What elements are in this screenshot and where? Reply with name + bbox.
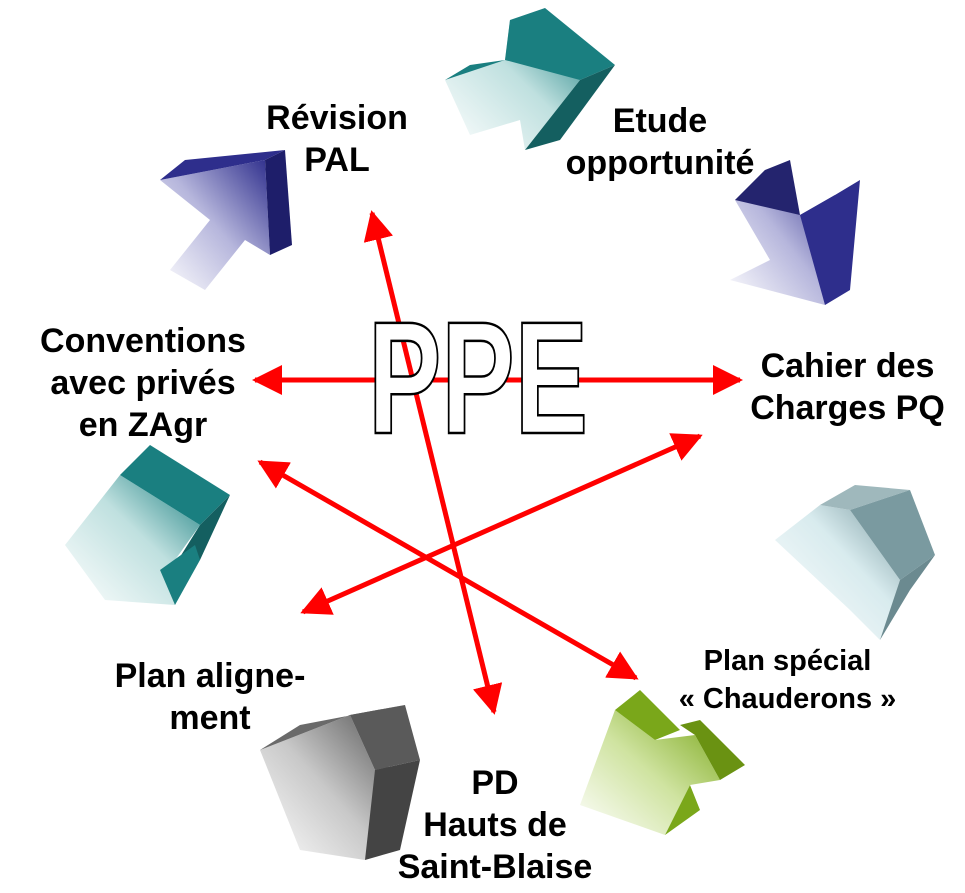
teal-curved-arrow-icon [65,445,230,605]
node-line: Saint-Blaise [397,848,593,886]
node-line: en ZAgr [78,406,208,444]
gray-curved-arrow-icon [260,705,420,860]
node-line: ment [169,699,251,737]
teal-curved-arrow-icon [445,8,615,150]
node-line: Cahier des [760,347,935,385]
node-line: Plan aligne- [114,657,306,695]
green-curved-arrow-icon [580,690,745,835]
node-etude-opportunite: Etude opportunité [545,100,775,184]
node-plan-alignement: Plan aligne- ment [90,655,330,739]
node-line: Charges PQ [750,389,945,427]
slate-curved-arrow-icon [775,485,935,640]
node-plan-special: Plan spécial « Chauderons » [655,642,920,718]
node-line: avec privés [50,364,236,402]
connector-cahier-planalign [300,433,703,615]
node-line: Révision [266,99,408,137]
node-line: Hauts de [423,806,567,844]
node-line: Plan spécial [703,645,872,677]
node-line: opportunité [565,144,755,182]
node-line: Conventions [40,322,246,360]
node-revision-pal: Révision PAL [232,97,442,181]
connector-arrows [252,210,743,715]
navy-curved-arrow-icon [730,160,860,305]
node-line: « Chauderons » [678,683,897,715]
node-line: Etude [612,102,708,140]
connector-conventions-planspecial [257,459,639,681]
navy-curved-arrow-icon [160,150,292,290]
center-title: PPE [368,288,588,467]
node-line: PD [471,764,519,802]
node-pd-hauts-de-saint-blaise: PD Hauts de Saint-Blaise [380,762,610,888]
node-cahier-des-charges: Cahier des Charges PQ [740,345,955,429]
node-line: PAL [304,141,370,179]
node-conventions: Conventions avec privés en ZAgr [8,320,278,446]
